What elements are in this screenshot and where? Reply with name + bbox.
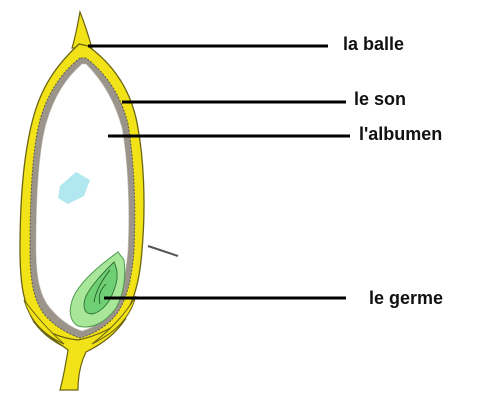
label-albumen: l'albumen: [359, 125, 442, 143]
label-balle: la balle: [343, 35, 404, 53]
hull-tip: [72, 12, 92, 48]
label-germe: le germe: [369, 289, 443, 307]
stray-mark: [148, 246, 178, 256]
label-son: le son: [354, 90, 406, 108]
